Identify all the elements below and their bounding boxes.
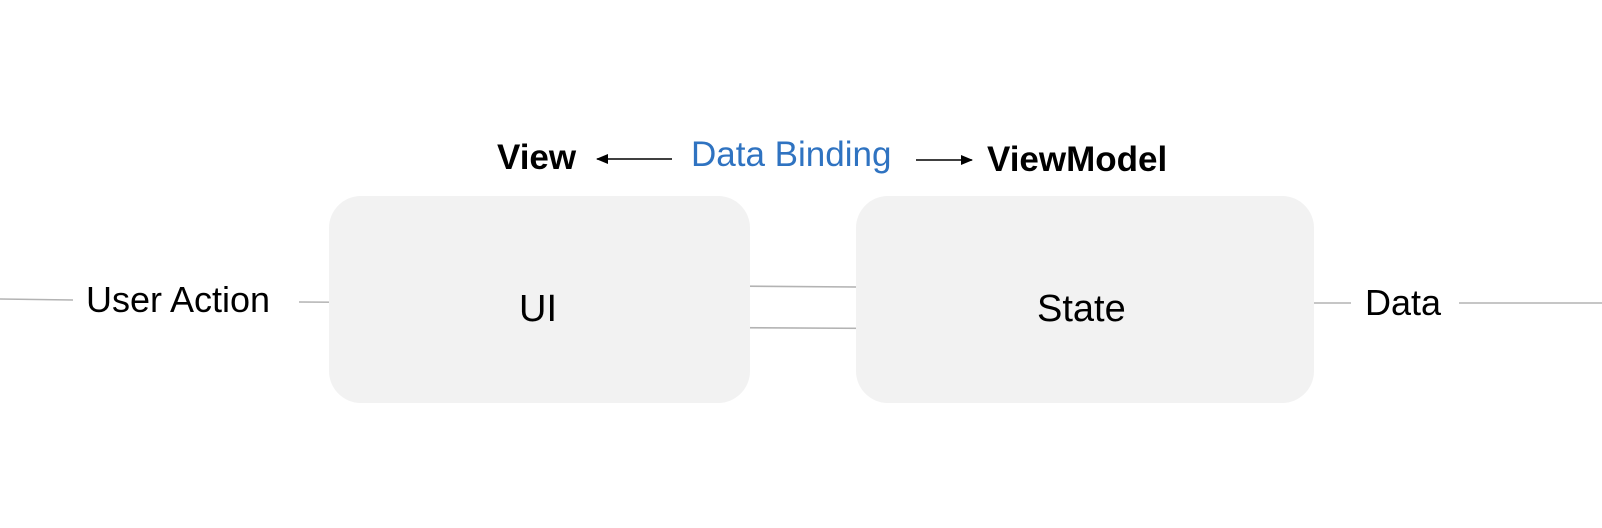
data-label: Data — [1365, 282, 1442, 323]
view-title: View — [497, 138, 577, 177]
left-incoming-line — [0, 298, 74, 301]
ui-label: UI — [519, 288, 557, 330]
viewmodel-title: ViewModel — [987, 140, 1168, 179]
user-action-label: User Action — [86, 279, 271, 320]
state-label: State — [1037, 288, 1126, 330]
view-box — [329, 196, 750, 403]
viewmodel-box — [856, 196, 1314, 403]
data-binding-label: Data Binding — [691, 135, 892, 174]
